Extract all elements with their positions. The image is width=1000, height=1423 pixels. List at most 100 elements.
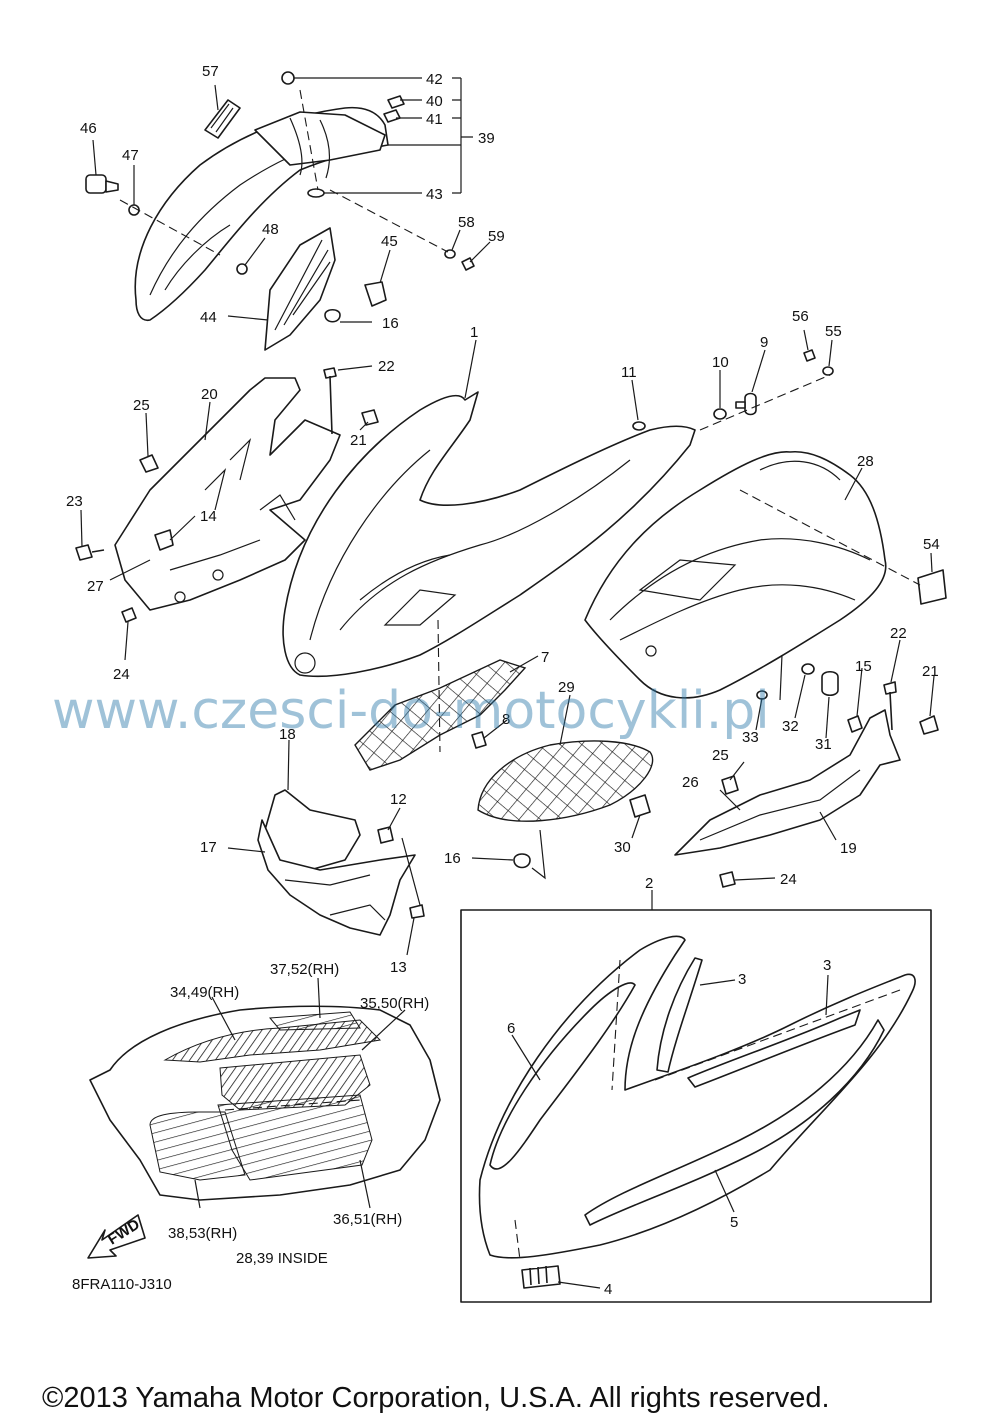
label-28: 28 xyxy=(857,453,874,470)
grille-part-7 xyxy=(354,659,527,771)
bracket-part-45 xyxy=(364,281,387,307)
label-43: 43 xyxy=(426,186,443,203)
clip-part-12 xyxy=(377,826,394,844)
label-39: 39 xyxy=(478,130,495,147)
inner-panel-part-44 xyxy=(264,227,336,351)
label-8: 8 xyxy=(502,711,510,728)
part-labels: 57 42 40 41 39 43 46 47 48 58 59 45 44 1… xyxy=(66,63,940,1298)
label-34-49: 34,49(RH) xyxy=(170,984,239,1001)
washer-part-43 xyxy=(307,188,325,198)
label-19: 19 xyxy=(840,840,857,857)
watermark: www.czesci-do-motocykli.pl xyxy=(52,681,770,741)
label-33: 33 xyxy=(742,729,759,746)
label-6: 6 xyxy=(507,1020,515,1037)
decal-assembly xyxy=(89,1005,441,1201)
label-41: 41 xyxy=(426,111,443,128)
screw-part-23 xyxy=(75,544,105,561)
label-54: 54 xyxy=(923,536,940,553)
label-38-53: 38,53(RH) xyxy=(168,1225,237,1242)
label-16a: 16 xyxy=(382,315,399,332)
screw-part-46 xyxy=(85,174,119,194)
label-22b: 22 xyxy=(890,625,907,642)
label-58: 58 xyxy=(458,214,475,231)
clip-part-21a xyxy=(361,409,379,426)
label-9: 9 xyxy=(760,334,768,351)
label-59: 59 xyxy=(488,228,505,245)
clip-part-25b xyxy=(721,775,739,795)
label-24a: 24 xyxy=(113,666,130,683)
label-56: 56 xyxy=(792,308,809,325)
label-35-50: 35,50(RH) xyxy=(360,995,429,1012)
panel-part-17 xyxy=(257,819,416,936)
label-3b: 3 xyxy=(823,957,831,974)
side-cover-part-20 xyxy=(114,377,341,611)
label-17: 17 xyxy=(200,839,217,856)
screw-part-42 xyxy=(281,71,295,85)
label-25b: 25 xyxy=(712,747,729,764)
screw-part-22b xyxy=(883,681,897,731)
clip-part-25a xyxy=(139,454,159,473)
label-26: 26 xyxy=(682,774,699,791)
reflector-part-57 xyxy=(204,99,241,139)
front-cowl-part-39 xyxy=(134,106,389,322)
label-46: 46 xyxy=(80,120,97,137)
label-27: 27 xyxy=(87,578,104,595)
label-16b: 16 xyxy=(444,850,461,867)
decal-part-36-51 xyxy=(217,1094,373,1181)
label-37-52: 37,52(RH) xyxy=(270,961,339,978)
label-22a: 22 xyxy=(378,358,395,375)
clip-part-21b xyxy=(919,715,939,735)
label-48: 48 xyxy=(262,221,279,238)
inside-note: 28,39 INSIDE xyxy=(236,1250,328,1267)
label-30: 30 xyxy=(614,839,631,856)
label-23: 23 xyxy=(66,493,83,510)
label-21b: 21 xyxy=(922,663,939,680)
washer-part-11 xyxy=(632,421,646,431)
label-31: 31 xyxy=(815,736,832,753)
grommet-part-16b xyxy=(513,853,531,869)
screw-part-24b xyxy=(719,871,736,888)
decal-part-34-49 xyxy=(163,1019,382,1063)
grille-part-29 xyxy=(477,740,654,822)
bolt-part-9 xyxy=(735,392,757,416)
label-57: 57 xyxy=(202,63,219,80)
label-13: 13 xyxy=(390,959,407,976)
side-panel-part-1 xyxy=(282,391,696,678)
stripe-part-6 xyxy=(489,982,636,1170)
rear-cover-part-28 xyxy=(584,450,887,699)
clip-part-14 xyxy=(154,529,174,551)
label-11: 11 xyxy=(621,364,637,381)
washer-part-55 xyxy=(822,366,834,376)
screw-part-8 xyxy=(471,731,487,749)
label-12: 12 xyxy=(390,791,407,808)
label-15: 15 xyxy=(855,658,872,675)
label-3a: 3 xyxy=(738,971,746,988)
grommet-part-31 xyxy=(821,670,839,697)
grommet-part-16a xyxy=(324,308,341,323)
label-1: 1 xyxy=(470,324,478,341)
washer-part-32 xyxy=(801,663,815,675)
leader-lines xyxy=(80,77,935,1289)
screw-part-22a xyxy=(323,367,337,435)
nut-part-56 xyxy=(803,349,816,362)
label-36-51: 36,51(RH) xyxy=(333,1211,402,1228)
label-7: 7 xyxy=(541,649,549,666)
diagram-code: 8FRA110-J310 xyxy=(72,1276,172,1293)
label-20: 20 xyxy=(201,386,218,403)
washer-part-48 xyxy=(236,263,248,275)
label-4: 4 xyxy=(604,1281,612,1298)
label-18: 18 xyxy=(279,726,296,743)
stripe-part-3a xyxy=(656,957,703,1073)
label-44: 44 xyxy=(200,309,217,326)
cap-part-54 xyxy=(917,569,947,605)
stripe-part-5 xyxy=(584,1019,885,1226)
label-14: 14 xyxy=(200,508,217,525)
label-47: 47 xyxy=(122,147,139,164)
label-21a: 21 xyxy=(350,432,367,449)
label-2: 2 xyxy=(645,875,653,892)
label-55: 55 xyxy=(825,323,842,340)
label-32: 32 xyxy=(782,718,799,735)
screw-part-13 xyxy=(409,904,425,919)
fwd-arrow-icon xyxy=(87,1214,146,1259)
